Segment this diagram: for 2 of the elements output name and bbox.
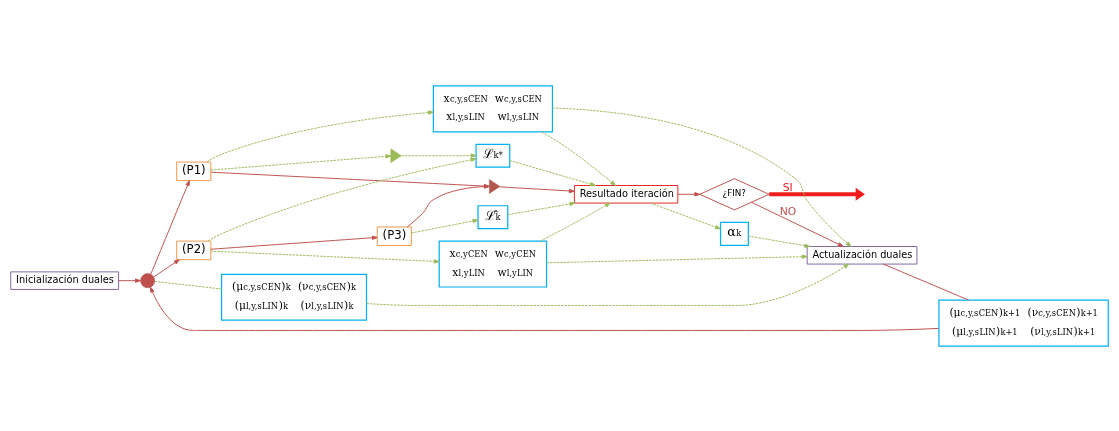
edge-label: SI — [782, 180, 793, 194]
edge-label: NO — [779, 204, 797, 218]
